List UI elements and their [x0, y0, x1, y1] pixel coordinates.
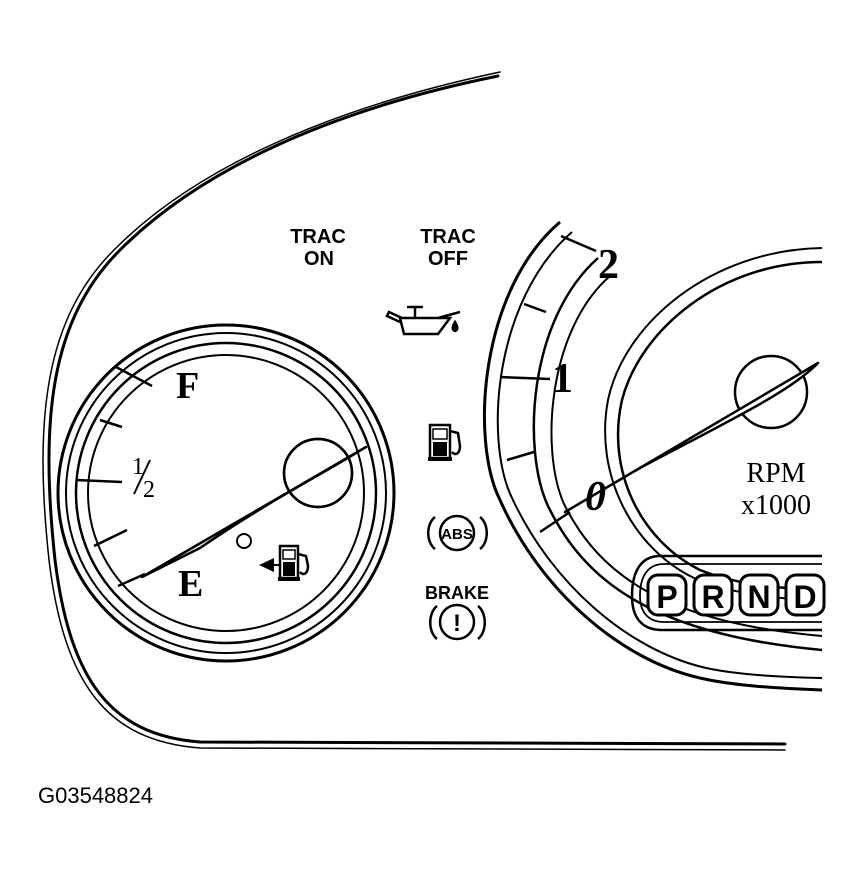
tach-label-2: 2: [598, 242, 619, 288]
fuel-tick-half: [75, 478, 123, 484]
fuel-pump-icon: [428, 423, 462, 461]
gear-d: D: [784, 573, 826, 617]
gear-p: P: [646, 573, 688, 617]
gear-n: N: [738, 573, 780, 617]
tach-label-0: 0: [585, 474, 606, 520]
fuel-half-label: 1 2: [132, 454, 155, 503]
oil-can-icon: [385, 305, 461, 336]
cluster-housing: [42, 71, 787, 751]
fuel-full-label: F: [176, 365, 199, 407]
fuel-half-denominator: 2: [143, 477, 155, 503]
figure-id: G03548824: [38, 783, 153, 808]
tach-ticks: [499, 234, 597, 534]
gear-p-label: P: [656, 579, 677, 615]
trac-on-indicator: TRAC ON: [290, 226, 346, 270]
tach-label-1: 1: [552, 356, 573, 402]
tach-needle: [563, 361, 820, 514]
tach-tick-2: [560, 234, 597, 253]
tach-tick-1: [499, 375, 551, 381]
tach-tick-0: [539, 510, 571, 534]
tach-tick: [523, 302, 547, 314]
fuel-tick-full: [115, 365, 153, 388]
trac-on-line1: TRAC: [290, 226, 346, 248]
trac-off-line2: OFF: [428, 248, 468, 270]
gear-d-label: D: [793, 579, 816, 615]
fuel-tick: [93, 528, 128, 548]
fuel-door-side-icon: [259, 544, 310, 581]
trac-off-indicator: TRAC OFF: [420, 226, 476, 270]
fuel-tick: [99, 418, 123, 429]
fuel-small-dot: [236, 533, 252, 549]
fuel-needle-hub: [282, 437, 354, 509]
fuel-tick-empty: [117, 572, 146, 588]
gear-n-label: N: [747, 579, 770, 615]
fuel-empty-label: E: [178, 563, 203, 605]
trac-off-line1: TRAC: [420, 226, 476, 248]
tach-tick: [506, 450, 535, 462]
trac-on-line2: ON: [304, 248, 334, 270]
gear-r-label: R: [701, 579, 724, 615]
fuel-half-numerator: 1: [132, 454, 144, 480]
indicator-lamps: TRAC ON TRAC OFF ABS: [290, 226, 489, 641]
fuel-gauge-ticks: [75, 365, 153, 588]
fuel-half-slash: [133, 459, 151, 495]
gear-selector: P R N D: [630, 554, 826, 632]
tachometer: 0 1 2 RPM x1000: [482, 220, 823, 692]
abs-indicator: ABS: [427, 514, 488, 552]
brake-label: BRAKE: [425, 583, 489, 603]
right-crop-mask: [826, 0, 865, 878]
abs-label: ABS: [441, 526, 473, 543]
tach-unit-line1: RPM: [746, 458, 805, 489]
gear-r: R: [692, 573, 734, 617]
tach-unit-line2: x1000: [741, 490, 811, 521]
fuel-needle: [140, 445, 368, 579]
brake-indicator: BRAKE !: [425, 583, 489, 641]
brake-symbol: !: [453, 610, 461, 637]
fuel-gauge: F 1 2 E: [56, 323, 396, 663]
